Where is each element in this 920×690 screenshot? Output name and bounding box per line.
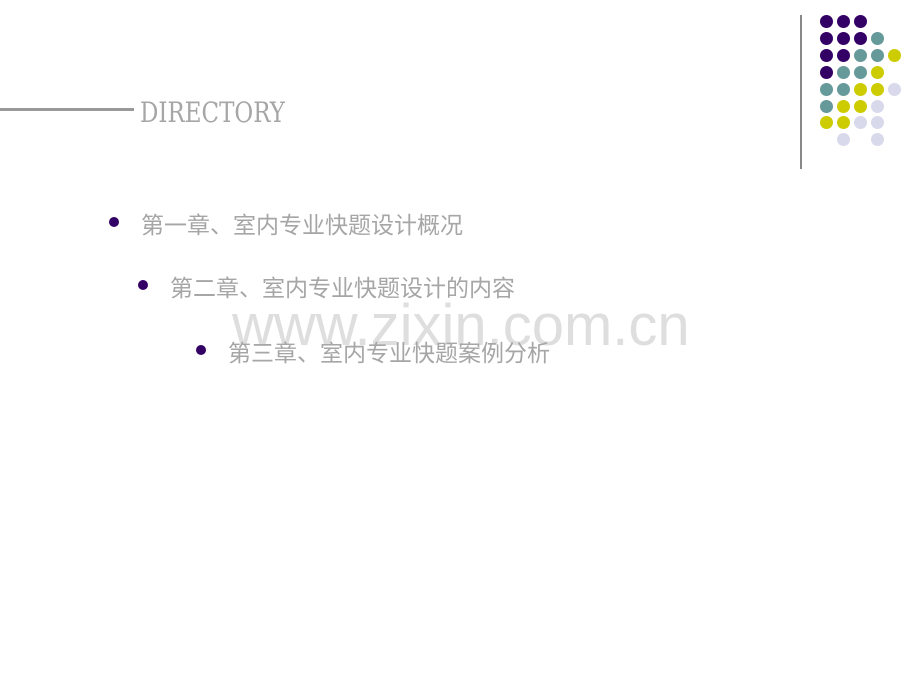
list-item: 第一章、室内专业快题设计概况 bbox=[141, 213, 463, 239]
decor-dot bbox=[888, 49, 901, 62]
decor-dot bbox=[837, 15, 850, 28]
decor-dot bbox=[837, 32, 850, 45]
decor-dot bbox=[820, 116, 833, 129]
decor-dot bbox=[837, 100, 850, 113]
decor-dot bbox=[871, 83, 884, 96]
decor-dot bbox=[837, 49, 850, 62]
bullet-icon bbox=[196, 345, 206, 355]
decor-dot bbox=[854, 116, 867, 129]
decor-dot bbox=[854, 66, 867, 79]
list-item: 第三章、室内专业快题案例分析 bbox=[228, 341, 550, 367]
decor-dot bbox=[871, 100, 884, 113]
title-rule bbox=[0, 108, 134, 111]
decor-dot bbox=[820, 66, 833, 79]
watermark: www.zixin.com.cn bbox=[232, 293, 690, 358]
decor-dot bbox=[820, 83, 833, 96]
decor-dot bbox=[854, 49, 867, 62]
decor-dot bbox=[871, 49, 884, 62]
decor-dot bbox=[854, 15, 867, 28]
decor-dot bbox=[820, 32, 833, 45]
decor-dot bbox=[871, 133, 884, 146]
list-item: 第二章、室内专业快题设计的内容 bbox=[170, 276, 515, 302]
decor-dot bbox=[837, 66, 850, 79]
decor-dot bbox=[837, 83, 850, 96]
bullet-icon bbox=[109, 217, 119, 227]
slide-title: DIRECTORY bbox=[140, 96, 285, 129]
decor-dot bbox=[854, 32, 867, 45]
decor-dot bbox=[871, 32, 884, 45]
decor-dot bbox=[837, 116, 850, 129]
decor-dot bbox=[837, 133, 850, 146]
decor-dot bbox=[871, 116, 884, 129]
bullet-icon bbox=[138, 280, 148, 290]
decor-dot bbox=[820, 49, 833, 62]
decor-dot bbox=[820, 15, 833, 28]
decor-dot bbox=[871, 66, 884, 79]
decor-dot bbox=[854, 83, 867, 96]
decor-dot bbox=[820, 100, 833, 113]
decor-divider bbox=[800, 15, 802, 169]
decor-dot bbox=[888, 83, 901, 96]
decor-dot bbox=[854, 100, 867, 113]
